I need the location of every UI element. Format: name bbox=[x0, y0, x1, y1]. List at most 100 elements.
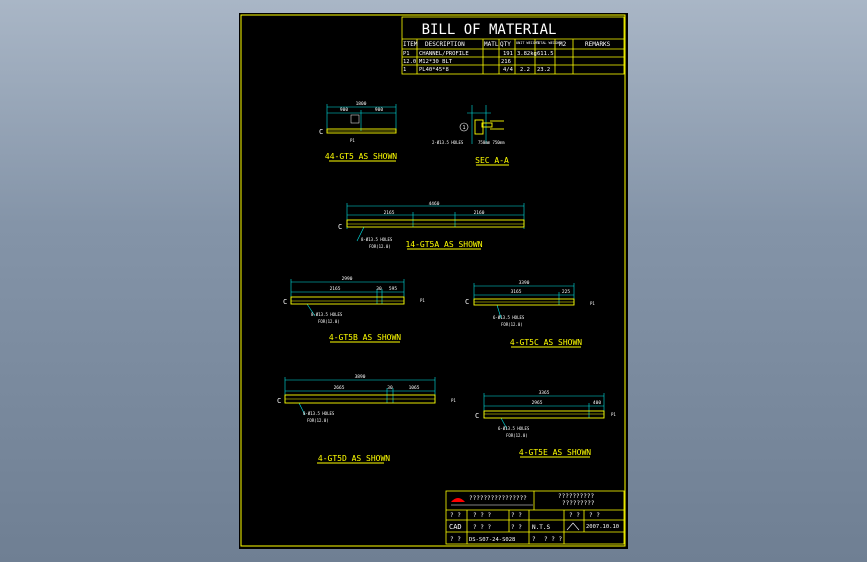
bom-title: BILL OF MATERIAL bbox=[422, 22, 557, 38]
dim-b: 2160 bbox=[474, 210, 485, 216]
drawing-name: ????????? bbox=[562, 500, 595, 507]
bom-cell: 2.2 bbox=[520, 67, 530, 73]
date: 2007.10.10 bbox=[586, 524, 619, 530]
title-block bbox=[445, 490, 625, 545]
bom-header-item: ITEM bbox=[403, 41, 418, 48]
dim-a: 2165 bbox=[330, 286, 341, 292]
view-gt5e: 3365 2965 400 C P1 6-Ø13.5 HOLES FOR(12.… bbox=[475, 390, 616, 458]
section-mark: C bbox=[319, 128, 323, 136]
holes-note: 8-Ø13.5 HOLES bbox=[311, 312, 343, 317]
bom-cell: PL40*45*8 bbox=[419, 67, 449, 73]
member-gt5a bbox=[346, 219, 525, 228]
dim-a: 900 bbox=[340, 107, 348, 113]
end-tag: P1 bbox=[590, 301, 595, 306]
bom-cell: 12.0 bbox=[403, 59, 416, 65]
company-name: ???????????????? bbox=[469, 495, 527, 502]
tb-q3: ? ? bbox=[569, 512, 580, 519]
dim-a: 3165 bbox=[511, 289, 522, 295]
dim-b: 30 bbox=[387, 385, 393, 391]
holes-note-for: FOR(12.0) bbox=[369, 244, 391, 249]
dim-total: 2990 bbox=[342, 276, 353, 282]
member-gt5e bbox=[483, 410, 605, 419]
item-bubble bbox=[459, 122, 469, 132]
dim-total: 3890 bbox=[355, 374, 366, 380]
section-mark: C bbox=[277, 397, 281, 405]
tb-q6: ? ? bbox=[511, 524, 522, 531]
tb-q2: ? ? bbox=[511, 512, 522, 519]
dim-b: 400 bbox=[593, 400, 601, 406]
tb-q7: ? ? bbox=[450, 536, 461, 543]
section-mark: C bbox=[338, 223, 342, 231]
bom-cell: 1 bbox=[403, 67, 406, 73]
cad-drawing: BILL OF MATERIAL ITEM DESCRIPTION MATL Q… bbox=[240, 14, 626, 547]
end-tag: P1 bbox=[420, 298, 425, 303]
tb-q4: ? ? bbox=[589, 512, 600, 519]
holes-note-for: FOR(12.0) bbox=[506, 433, 528, 438]
dim-c: 595 bbox=[389, 286, 397, 292]
tb-q1: ? ? ? bbox=[473, 512, 491, 519]
drawing-number: DS-S07-24-S028 bbox=[469, 537, 515, 543]
end-tag: P1 bbox=[611, 412, 616, 417]
view-gt5a: 4460 2165 2160 C 8-Ø13.5 HOLES FOR(12.0)… bbox=[338, 201, 525, 250]
view-gt5c: 3390 3165 225 C P1 6-Ø13.5 HOLES FOR(12.… bbox=[465, 280, 595, 348]
bom-header-remarks: REMARKS bbox=[585, 41, 611, 48]
caption-gt5: 44-GT5 AS SHOWN bbox=[325, 152, 397, 161]
dim-total: 3365 bbox=[539, 390, 550, 396]
bom-header-m2: M2 bbox=[559, 41, 567, 48]
view-gt5b: 2990 2165 30 595 C P1 8-Ø13.5 HOLES FOR(… bbox=[283, 276, 425, 343]
bom-rows: P1 CHANNEL/PROFILE 191 3.82kg 611.5 12.0… bbox=[403, 51, 554, 73]
dim-c: 1065 bbox=[409, 385, 420, 391]
company-logo bbox=[451, 498, 465, 502]
tb-q8: ? bbox=[532, 536, 536, 543]
holes-note: 8-Ø13.5 HOLES bbox=[361, 237, 393, 242]
tb-q5: ? ? ? bbox=[473, 524, 491, 531]
dim-a: 2965 bbox=[532, 400, 543, 406]
caption-gt5c: 4-GT5C AS SHOWN bbox=[510, 338, 582, 347]
bom-table bbox=[401, 16, 625, 75]
bom-header-matl: MATL bbox=[484, 41, 499, 48]
section-mark: C bbox=[465, 298, 469, 306]
view-gt5: 1800 900 900 C P1 44-GT5 AS SHOWN bbox=[319, 101, 397, 162]
caption-gt5a: 14-GT5A AS SHOWN bbox=[405, 240, 482, 249]
caption-section: SEC A-A bbox=[475, 156, 509, 165]
holes-note: 2-Ø13.5 HOLES bbox=[432, 140, 464, 145]
bom-header-total: TOTAL WEIGHT bbox=[536, 41, 562, 45]
sheet-number: ? ? ? bbox=[544, 536, 562, 543]
bom-header-unit: UNIT WEIGHT bbox=[516, 41, 540, 45]
tag: P1 bbox=[350, 138, 355, 143]
bom-cell: 611.5 bbox=[537, 51, 554, 57]
caption-gt5b: 4-GT5B AS SHOWN bbox=[329, 333, 401, 342]
bom-header: ITEM DESCRIPTION MATL QTY UNIT WEIGHT TO… bbox=[403, 41, 611, 48]
cad-label: CAD bbox=[449, 523, 462, 531]
bom-cell: CHANNEL/PROFILE bbox=[419, 51, 469, 57]
item-bubble-label: 1 bbox=[462, 125, 465, 131]
bom-cell: 216 bbox=[501, 59, 511, 65]
dim-total: 1800 bbox=[356, 101, 367, 107]
bom-cell: 3.82kg bbox=[517, 51, 537, 57]
dim-b: 30 bbox=[376, 286, 382, 292]
dim-b: 900 bbox=[375, 107, 383, 113]
holes-note: 6-Ø13.5 HOLES bbox=[498, 426, 530, 431]
holes-note: 8-Ø13.5 HOLES bbox=[303, 411, 335, 416]
dim-total: 4460 bbox=[429, 201, 440, 207]
bom-cell: 4/4 bbox=[503, 67, 514, 73]
holes-note: 6-Ø13.5 HOLES bbox=[493, 315, 525, 320]
holes-note-for: FOR(12.0) bbox=[318, 319, 340, 324]
dim-total: 3390 bbox=[519, 280, 530, 286]
projection-symbol bbox=[566, 522, 580, 531]
section-mark: C bbox=[475, 412, 479, 420]
scale: N.T.S bbox=[532, 524, 550, 531]
section-mark: C bbox=[283, 298, 287, 306]
bom-cell: M12*30 BLT bbox=[419, 59, 453, 65]
spacing-note: 750mm 750mm bbox=[478, 140, 505, 145]
drawing-sheet: BILL OF MATERIAL ITEM DESCRIPTION MATL Q… bbox=[239, 13, 628, 549]
bom-cell: 23.2 bbox=[537, 67, 550, 73]
tb-q-short: ? ? bbox=[450, 512, 461, 519]
holes-note-for: FOR(12.0) bbox=[501, 322, 523, 327]
caption-gt5d: 4-GT5D AS SHOWN bbox=[318, 454, 390, 463]
dim-a: 2665 bbox=[334, 385, 345, 391]
sheet-border bbox=[240, 14, 626, 547]
bom-cell: P1 bbox=[403, 51, 410, 57]
holes-note-for: FOR(12.0) bbox=[307, 418, 329, 423]
project-name: ?????????? bbox=[558, 493, 595, 500]
